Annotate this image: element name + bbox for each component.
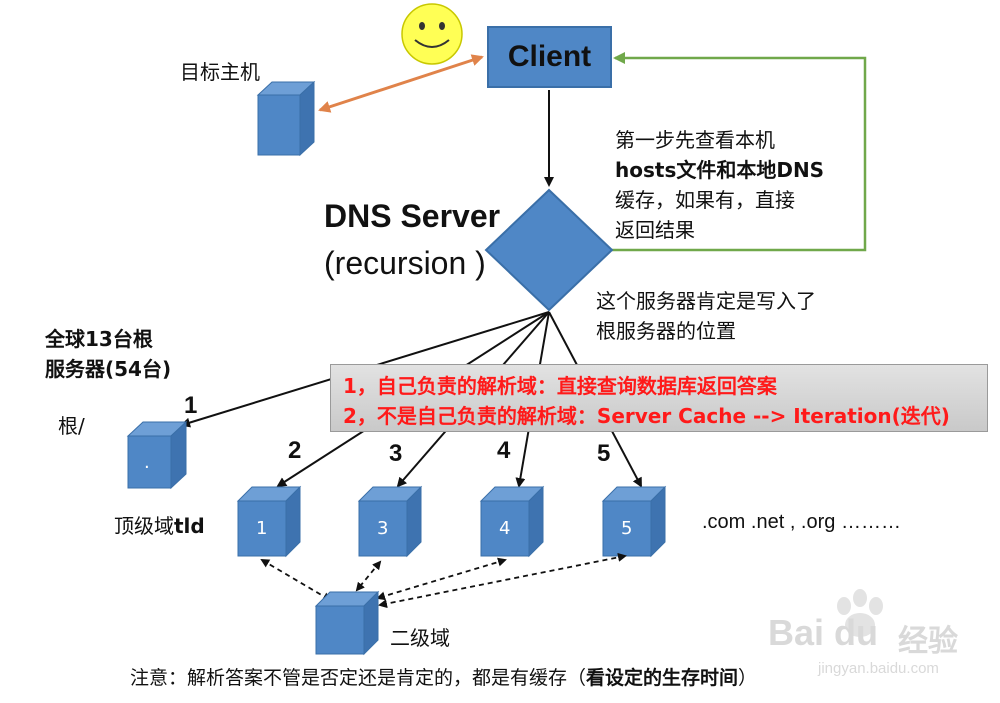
tld-node-5: 5 [621,518,633,539]
tld-node-1: 1 [256,518,268,539]
footer-emphasis: 看设定的生存时间 [586,667,739,689]
callout-box: 1，自己负责的解析域：直接查询数据库返回答案 2，不是自己负责的解析域：Serv… [330,364,988,432]
baidu-paw-watermark-icon [837,589,883,637]
step-number-2: 2 [288,437,302,464]
tld-cube-5-icon [601,485,667,558]
return-result-path [612,52,867,252]
step-number-5: 5 [597,440,611,467]
tld-node-3: 3 [377,518,389,539]
tld-examples: .com .net , .org ……… [702,511,901,533]
step-one-line-2: hosts文件和本地DNS [615,158,825,182]
footer-prefix: 注意：解析答案不管是否定还是肯定的，都是有缓存（ [130,667,587,689]
footer-note: 注意：解析答案不管是否定还是肯定的，都是有缓存（看设定的生存时间） [130,663,757,690]
callout-line-1: 1，自己负责的解析域：直接查询数据库返回答案 [343,374,777,398]
callout-line-2: 2，不是自己负责的解析域：Server Cache --> Iteration(… [343,404,950,428]
root-config-note: 这个服务器肯定是写入了 根服务器的位置 [596,286,816,346]
step-one-line-1: 第一步先查看本机 [615,128,775,152]
dns-server-diamond [484,188,614,312]
root-config-line-2: 根服务器的位置 [596,319,736,343]
root-server-cube-icon [126,420,188,490]
dns-server-subtitle: (recursion ) [324,245,486,281]
step-number-4: 4 [497,437,511,464]
tld-node-4: 4 [499,518,511,539]
second-level-links [260,552,627,609]
baidu-watermark-url: jingyan.baidu.com [818,660,939,677]
tld-cube-1-icon [236,485,302,558]
step-one-line-4: 返回结果 [615,218,695,242]
footer-suffix: ） [738,667,758,689]
root-servers-line-2: 服务器(54台) [45,357,172,381]
smiley-face-icon [401,3,463,65]
step-number-1: 1 [184,392,198,419]
tld-cube-4-icon [479,485,545,558]
tld-label-prefix: 顶级域 [114,514,174,538]
client-box: Client [487,26,612,88]
step-one-note: 第一步先查看本机 hosts文件和本地DNS 缓存，如果有，直接 返回结果 [615,125,824,245]
target-host-label: 目标主机 [180,60,260,84]
root-servers-line-1: 全球13台根 [45,327,153,351]
tld-label-suffix: tld [174,514,205,538]
target-client-arrow [318,54,484,113]
baidu-watermark-brand-cn: 经验 [898,624,958,659]
tld-label: 顶级域tld [114,510,205,539]
root-node-dot: . [144,452,150,473]
step-number-3: 3 [389,440,403,467]
step-one-line-3: 缓存，如果有，直接 [615,188,795,212]
root-label: 根/ [58,414,85,438]
target-host-cube-icon [256,80,316,157]
root-config-line-1: 这个服务器肯定是写入了 [596,289,816,313]
baidu-watermark-brand: Bai du [768,612,879,653]
second-level-cube-icon [314,590,380,656]
second-level-label: 二级域 [390,626,450,650]
root-servers-label: 全球13台根 服务器(54台) [45,324,171,384]
tld-cube-3-icon [357,485,423,558]
dns-server-title: DNS Server [324,198,501,234]
